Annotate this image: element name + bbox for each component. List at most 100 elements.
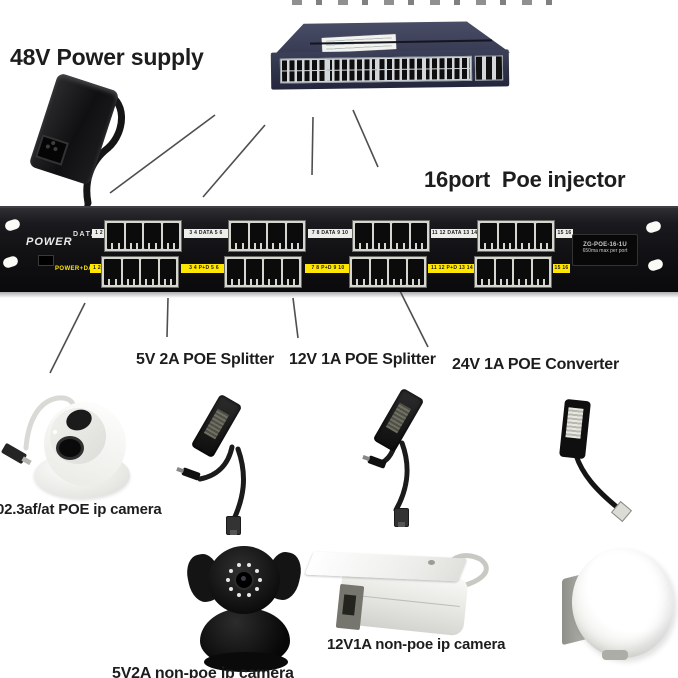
model-rating: 650ma max per port	[582, 248, 628, 254]
bullet-camera-screw	[428, 560, 435, 565]
data-row-label: DATA	[73, 231, 98, 238]
rj45-port	[352, 259, 369, 285]
rj45-port	[498, 223, 515, 249]
ptz-camera-base	[204, 652, 288, 672]
port-number-chip: 7 8 P+D 9 10	[305, 264, 351, 273]
rj45-port-group	[477, 220, 555, 252]
rj45-port	[286, 223, 303, 249]
clipped-top-label	[292, 0, 560, 5]
rj45-port	[514, 259, 531, 285]
rj45-port	[355, 223, 372, 249]
rj45-port	[264, 259, 281, 285]
bullet-camera-front	[335, 583, 365, 631]
port-number-chip: 3 4 P+D 5 6	[181, 264, 227, 273]
camera-12v-label: 12V1A non-poe ip camera	[327, 636, 506, 653]
switch-uplink-ports	[474, 55, 504, 81]
mount-hole	[1, 254, 20, 270]
rj45-port	[231, 223, 248, 249]
rj45-port-group	[101, 256, 179, 288]
line-switch-2	[202, 124, 266, 198]
dc-plug	[367, 455, 387, 469]
port-number-chip: 11 12 DATA 13 14	[431, 229, 477, 238]
rj45-port-group	[104, 220, 182, 252]
rj45-port	[373, 223, 390, 249]
port-number-chip: 15 16	[556, 229, 573, 238]
port-number-chip: 15 16	[553, 264, 570, 273]
rj45-plug	[394, 508, 409, 527]
rj45-port-group	[349, 256, 427, 288]
bullet-camera-sunshade	[304, 551, 468, 582]
rj45-port	[159, 259, 176, 285]
converter-label-patch	[565, 407, 584, 439]
rj45-port	[389, 259, 406, 285]
converter-24v-label: 24V 1A POE Converter	[452, 356, 620, 373]
rj45-plug	[226, 516, 241, 535]
dome-camera-led	[53, 430, 57, 434]
model-number: ZG-POE-16-1U	[583, 242, 627, 248]
splitter-5v-label: 5V 2A POE Splitter	[136, 351, 275, 368]
rj45-port-group	[228, 220, 306, 252]
rj45-port	[407, 259, 424, 285]
line-injector-12v	[292, 297, 299, 339]
line-injector-camera	[49, 302, 86, 374]
rj45-port	[392, 223, 409, 249]
rj45-port	[104, 259, 121, 285]
power-adapter-body	[28, 72, 120, 186]
rj45-port	[517, 223, 534, 249]
ethernet-switch-image	[0, 0, 678, 120]
mount-hole	[644, 219, 663, 235]
ptz-camera-lens	[234, 570, 254, 590]
mount-hole	[646, 257, 665, 273]
ptz-camera-image	[182, 546, 308, 676]
ap-disc-body	[566, 542, 678, 664]
rj45-port	[122, 259, 139, 285]
rj45-port-group	[352, 220, 430, 252]
panel-power-jack	[38, 255, 54, 266]
switch-port-row-bottom	[282, 68, 471, 82]
bullet-camera-image	[300, 551, 510, 644]
injector-label: 16port Poe injector	[424, 167, 626, 192]
rj45-port	[268, 223, 285, 249]
poe-splitter-12v-image	[360, 387, 455, 538]
camera-5v-label: 5V2A non-poe ip camera	[112, 665, 294, 678]
rj45-port	[227, 259, 244, 285]
port-number-chip: 1 2	[90, 264, 104, 273]
rj45-port	[370, 259, 387, 285]
port-number-chip: 11 12 P+D 13 14	[428, 264, 476, 273]
rj45-port	[245, 259, 262, 285]
port-number-chip: 7 8 DATA 9 10	[308, 229, 352, 238]
poe-dome-camera-image	[0, 396, 142, 508]
rj45-port	[107, 223, 124, 249]
power-supply-label: 48V Power supply	[10, 44, 204, 70]
rj45-port	[532, 259, 549, 285]
switch-front-face	[270, 49, 510, 90]
dc-plug	[181, 467, 201, 481]
wireless-ap-image	[556, 542, 678, 666]
mount-hole	[3, 217, 22, 233]
rj45-port-group	[224, 256, 302, 288]
model-label: ZG-POE-16-1U 650ma max per port	[572, 234, 638, 266]
port-number-chip: 1 2	[92, 229, 106, 238]
poe-converter-24v-image	[556, 398, 648, 530]
rj45-plug	[610, 500, 633, 523]
splitter-12v-label: 12V 1A POE Splitter	[289, 351, 436, 368]
rj45-port	[535, 223, 552, 249]
dome-camera-lens	[56, 436, 84, 460]
rj45-port	[249, 223, 266, 249]
rj45-port	[162, 223, 179, 249]
rj45-port	[141, 259, 158, 285]
power-data-row-label: POWER+DATA	[55, 266, 101, 272]
port-number-chip: 3 4 DATA 5 6	[184, 229, 228, 238]
rj45-port	[144, 223, 161, 249]
rj45-port	[480, 223, 497, 249]
panel-power-label: POWER	[26, 236, 73, 248]
line-switch-3	[311, 116, 314, 176]
rj45-port	[495, 259, 512, 285]
rj45-port	[125, 223, 142, 249]
poe-camera-label: 02.3af/at POE ip camera	[0, 501, 162, 518]
rj45-port-group	[474, 256, 552, 288]
poe-injector-panel: POWER DATA POWER+DATA 1 2 3 4 DATA 5 6 7…	[0, 206, 678, 298]
switch-port-block	[279, 55, 473, 84]
rj45-port	[282, 259, 299, 285]
